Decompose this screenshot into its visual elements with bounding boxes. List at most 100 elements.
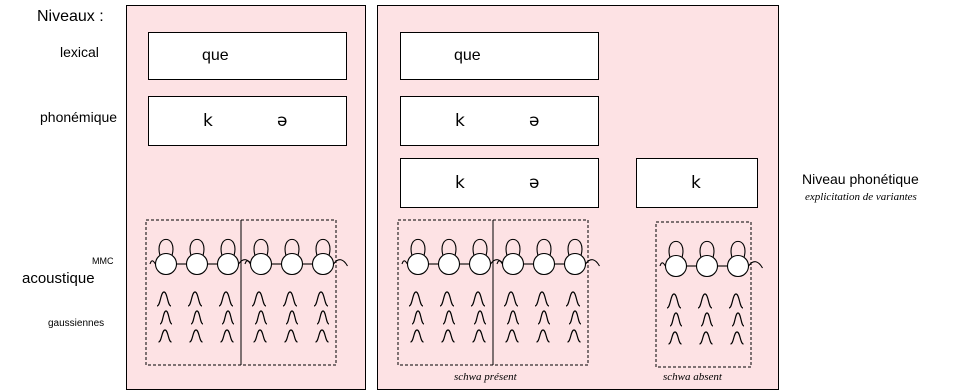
present-hmm-k-self-loop-0: [410, 239, 426, 256]
left-hmm-k-gaussian-1-2: [189, 329, 203, 343]
present-hmm-schwa-gaussian-2-1: [568, 310, 582, 325]
variant-present-k: k: [455, 173, 465, 193]
lexical-label: lexical: [60, 44, 99, 60]
left-hmm-schwa-gaussian-1-0: [282, 291, 298, 307]
present-hmm-k-self-loop-1: [441, 239, 457, 256]
gaussians-label: gaussiennes: [48, 318, 105, 329]
left-hmm-k-self-loop-2: [220, 239, 236, 256]
absent-hmm-k-state-1: [695, 254, 719, 278]
absent-hmm-k-frame: [655, 221, 752, 368]
hmm-label: MMC: [92, 256, 114, 266]
left-hmm-schwa-frame: [240, 219, 337, 366]
left-hmm-schwa-gaussian-1-2: [284, 329, 298, 343]
variant-present-box: k ə: [400, 158, 599, 208]
absent-hmm-k-gaussian-0-2: [668, 331, 682, 345]
absent-hmm-k-self-loop-2: [730, 241, 746, 258]
left-hmm-schwa-self-loop-1: [284, 239, 300, 256]
absent-hmm-k-self-loop-1: [699, 241, 715, 258]
present-hmm-schwa-state-0: [501, 252, 525, 276]
left-hmm-k-gaussian-2-0: [218, 291, 234, 307]
left-phoneme-schwa: ə: [277, 111, 288, 131]
left-hmm-schwa-gaussian-0-1: [254, 310, 268, 325]
present-hmm-schwa-state-1: [532, 252, 556, 276]
present-hmm-k-gaussian-2-1: [473, 310, 487, 325]
left-hmm-k-entry-arc: [149, 260, 156, 265]
present-hmm-schwa-self-loop-1: [536, 239, 552, 256]
absent-hmm-k-exit-arc: [748, 261, 763, 269]
left-hmm-k-gaussian-1-1: [190, 310, 204, 325]
left-hmm-schwa-entry-arc: [244, 260, 251, 265]
right-lexical-box: que: [400, 32, 599, 80]
present-hmm-k-self-loop-2: [472, 239, 488, 256]
left-hmm-schwa-self-loop-0: [253, 239, 269, 256]
left-hmm-k-gaussian-2-1: [221, 310, 235, 325]
present-hmm-schwa-exit-arc: [585, 259, 600, 267]
present-hmm-k-gaussian-1-1: [442, 310, 456, 325]
acoustic-label: acoustique: [22, 270, 95, 287]
absent-hmm-k-gaussian-2-0: [728, 293, 744, 309]
absent-hmm-k-state-0: [664, 254, 688, 278]
right-word: que: [454, 47, 481, 64]
absent-hmm-k-gaussian-2-1: [731, 312, 745, 327]
absent-hmm-k-gaussian-1-1: [700, 312, 714, 327]
present-hmm-k-gaussian-1-0: [439, 291, 455, 307]
present-hmm-schwa-gaussian-0-1: [506, 310, 520, 325]
left-hmm-schwa-state-2: [311, 252, 335, 276]
present-hmm-k-entry-arc: [401, 260, 408, 265]
left-hmm-k-gaussian-1-0: [187, 291, 203, 307]
left-hmm-k-self-loop-0: [158, 239, 174, 256]
present-hmm-schwa-gaussian-1-1: [537, 310, 551, 325]
present-hmm-schwa-self-loop-2: [567, 239, 583, 256]
right-phoneme-k: k: [455, 111, 465, 131]
left-hmm-schwa-gaussian-2-1: [316, 310, 330, 325]
left-hmm-schwa-state-1: [280, 252, 304, 276]
present-hmm-k-gaussian-0-0: [408, 291, 424, 307]
left-hmm-k-gaussian-2-2: [220, 329, 234, 343]
left-phoneme-box: k ə: [148, 96, 347, 146]
present-hmm-schwa-gaussian-1-2: [536, 329, 550, 343]
caption-schwa-absent: schwa absent: [663, 371, 722, 383]
absent-hmm-k-gaussian-0-1: [669, 312, 683, 327]
present-hmm-schwa-gaussian-0-0: [503, 291, 519, 307]
present-hmm-k-state-0: [406, 252, 430, 276]
present-hmm-schwa-state-2: [563, 252, 587, 276]
left-hmm-k-state-1: [185, 252, 209, 276]
variant-absent-box: k: [636, 158, 758, 208]
phonetic-level-subtitle: explicitation de variantes: [805, 191, 917, 203]
left-hmm-k-state-0: [154, 252, 178, 276]
levels-title: Niveaux :: [37, 8, 104, 25]
present-hmm-k-gaussian-2-0: [470, 291, 486, 307]
absent-hmm-k-state-2: [726, 254, 750, 278]
present-hmm-k-state-1: [437, 252, 461, 276]
left-hmm-k-gaussian-0-1: [159, 310, 173, 325]
left-hmm-schwa-gaussian-0-0: [251, 291, 267, 307]
left-hmm-schwa-gaussian-2-2: [315, 329, 329, 343]
present-hmm-schwa-self-loop-0: [505, 239, 521, 256]
phonemic-label: phonémique: [40, 109, 118, 125]
absent-hmm-k-gaussian-2-2: [730, 331, 744, 345]
present-hmm-schwa-gaussian-2-2: [567, 329, 581, 343]
present-hmm-k-gaussian-1-2: [441, 329, 455, 343]
left-hmm-k-self-loop-1: [189, 239, 205, 256]
left-hmm-schwa-gaussian-1-1: [285, 310, 299, 325]
right-phoneme-box: k ə: [400, 96, 599, 146]
absent-hmm-k-entry-arc: [659, 262, 666, 267]
absent-hmm-k-gaussian-0-0: [666, 293, 682, 309]
left-hmm-schwa-exit-arc: [333, 259, 348, 267]
left-word: que: [202, 47, 229, 64]
present-hmm-k-gaussian-0-2: [410, 329, 424, 343]
absent-hmm-k-self-loop-0: [668, 241, 684, 258]
phonetic-level-title: Niveau phonétique: [802, 171, 919, 187]
left-lexical-box: que: [148, 32, 347, 80]
present-hmm-schwa-gaussian-1-0: [534, 291, 550, 307]
present-hmm-schwa-gaussian-0-2: [505, 329, 519, 343]
left-hmm-schwa-gaussian-0-2: [253, 329, 267, 343]
absent-hmm-k-gaussian-1-0: [697, 293, 713, 309]
right-phoneme-schwa: ə: [529, 111, 540, 131]
present-hmm-schwa-entry-arc: [496, 260, 503, 265]
absent-hmm-k-gaussian-1-2: [699, 331, 713, 345]
present-hmm-schwa-gaussian-2-0: [565, 291, 581, 307]
present-hmm-k-state-2: [468, 252, 492, 276]
